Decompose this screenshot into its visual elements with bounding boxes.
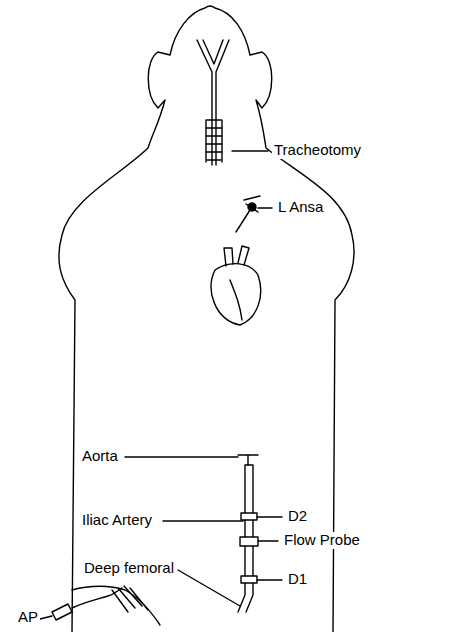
callout-label: Aorta xyxy=(80,448,120,465)
callout-label: Tracheotomy xyxy=(272,142,363,159)
trachea xyxy=(197,40,229,165)
heart xyxy=(211,246,261,325)
hind-leg xyxy=(72,586,160,625)
callout-label: Deep femoral xyxy=(82,560,176,577)
ansa-electrode xyxy=(236,196,260,232)
leader-lines xyxy=(40,151,282,619)
callout-label: D1 xyxy=(286,571,309,588)
callout-label: L Ansa xyxy=(276,199,325,216)
callout-label: Iliac Artery xyxy=(80,512,154,529)
aorta-iliac xyxy=(238,455,258,612)
callout-label: AP xyxy=(16,609,40,626)
callout-label: D2 xyxy=(286,508,309,525)
ap-catheter xyxy=(52,588,122,620)
probe-cuffs xyxy=(240,513,258,583)
callout-label: Flow Probe xyxy=(282,532,362,549)
